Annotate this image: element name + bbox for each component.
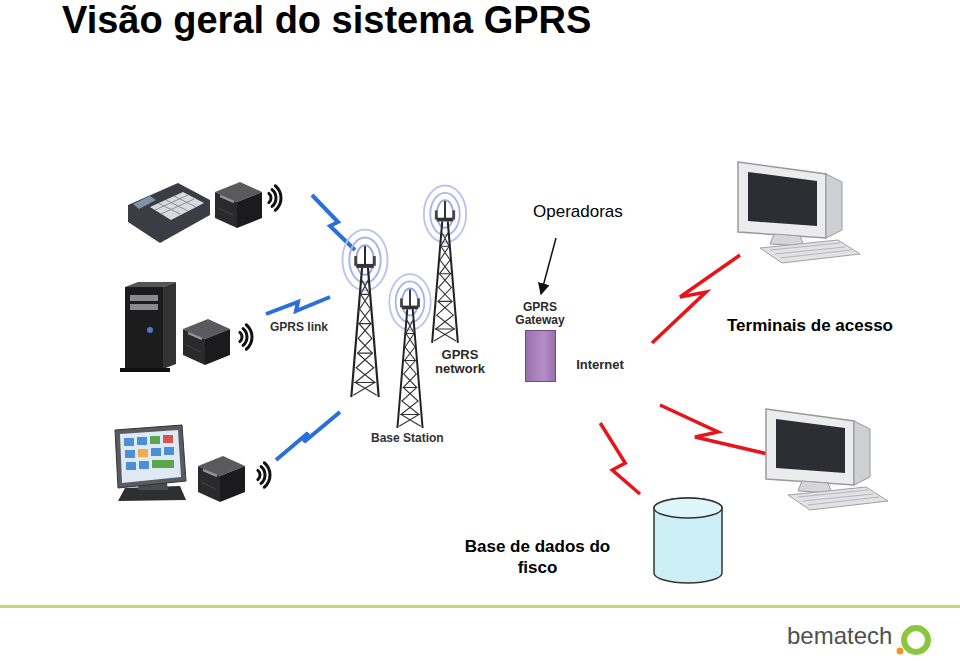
gateway-node: GPRS Gateway	[508, 301, 572, 382]
page-title: Visão geral do sistema GPRS	[62, 0, 591, 42]
cloud-lobe	[639, 336, 691, 396]
cloud-lobe	[362, 318, 532, 408]
illustration-part	[139, 461, 149, 469]
illustration-part	[133, 196, 156, 209]
link-label: GPRS link	[270, 321, 328, 335]
touch-terminal	[115, 425, 186, 501]
gprs-link-bolts	[266, 195, 355, 460]
illustration-part	[163, 282, 176, 369]
illustration-part	[276, 412, 340, 460]
illustration-part	[155, 195, 196, 214]
illustration-part	[152, 460, 174, 468]
cylinder-top	[654, 498, 722, 518]
label-holder: GPRS link	[270, 321, 328, 335]
station-label: Base Station	[371, 432, 444, 446]
backdrop	[55, 100, 700, 540]
cloud-network: GPRS network	[345, 288, 550, 423]
access-terminal	[738, 162, 860, 263]
internet-link-bolts	[652, 255, 772, 455]
illustration-part	[660, 405, 772, 455]
pos-terminal	[128, 183, 210, 243]
illustration-part	[652, 255, 740, 343]
cylinder-body	[654, 498, 722, 583]
label-holder: Base Station	[371, 432, 444, 446]
receipt-printer	[183, 319, 230, 365]
label-holder: Operadoras	[533, 202, 623, 222]
tower-computer	[120, 282, 176, 372]
cloud-lobe	[597, 308, 669, 364]
illustration-part	[266, 297, 330, 314]
cloud-lobe	[619, 372, 687, 420]
label-holder: Terminais de acesso	[727, 316, 893, 336]
illustration-part	[151, 448, 161, 456]
illustration-part	[124, 438, 134, 446]
radio-tower	[389, 274, 430, 428]
illustration-part	[164, 447, 174, 455]
wireless-symbol	[258, 463, 270, 488]
access-terminal	[766, 409, 888, 510]
illustration-part	[120, 430, 181, 483]
illustration-part	[137, 437, 147, 445]
database-cylinder	[652, 496, 724, 586]
pointer-arrow	[541, 238, 556, 294]
title-holder: Visão geral do sistema GPRS	[62, 0, 591, 42]
node-label: Base de dados do fisco	[455, 537, 620, 578]
illustration-part	[312, 195, 355, 250]
illustration-part	[150, 192, 204, 220]
illustration-part	[163, 435, 173, 443]
illustration-part	[126, 462, 136, 470]
receipt-printer	[198, 456, 245, 502]
database-node: Base de dados do fisco	[455, 494, 727, 588]
label-holder: bematech	[787, 622, 892, 650]
logo-text: bematech	[787, 622, 892, 650]
node-label: Internet	[560, 358, 640, 372]
illustration-part	[120, 368, 170, 372]
radio-tower	[424, 185, 466, 342]
footer-rule	[0, 605, 960, 608]
illustration-part	[125, 450, 135, 458]
group-label: Terminais de acesso	[727, 316, 893, 336]
logo-dot	[897, 648, 904, 655]
node-label: GPRS network	[425, 348, 495, 377]
cloud-lobe	[347, 328, 423, 398]
cloud-lobe	[550, 375, 650, 421]
callout-label: Operadoras	[533, 202, 623, 222]
lightning-connector	[600, 423, 640, 494]
wireless-symbol	[269, 186, 281, 211]
illustration-part	[138, 449, 148, 457]
illustration-part	[128, 183, 210, 243]
cloud-lobe	[355, 363, 435, 419]
radio-tower	[342, 230, 387, 398]
illustration-part	[150, 436, 160, 444]
illustration-part	[130, 304, 158, 310]
illustration-part	[130, 295, 158, 301]
illustration-part	[125, 287, 163, 369]
node-label: GPRS Gateway	[508, 301, 572, 327]
gateway-box	[525, 330, 556, 382]
receipt-printer	[215, 182, 262, 228]
illustration-part	[147, 327, 153, 333]
illustration-part	[115, 425, 186, 488]
logo-ring	[904, 628, 928, 652]
wireless-symbol	[240, 325, 252, 350]
